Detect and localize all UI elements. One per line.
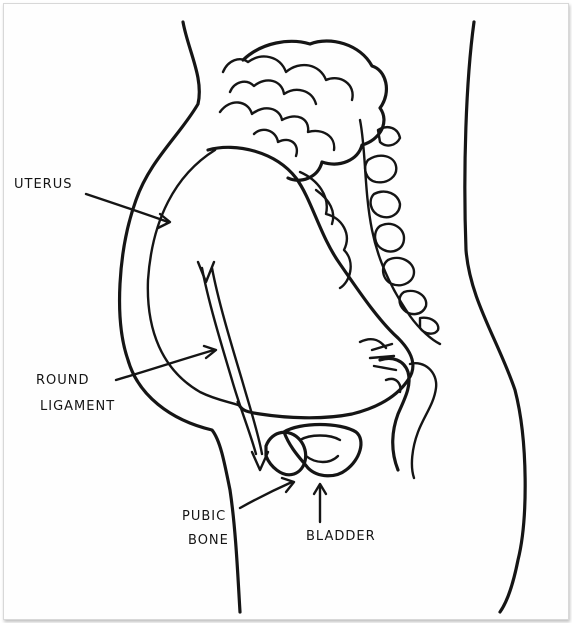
uterus-outline bbox=[208, 147, 413, 417]
back-outline bbox=[465, 22, 525, 612]
label-uterus: UTERUS bbox=[14, 177, 72, 192]
pelvic-structures bbox=[266, 425, 361, 476]
round-ligament bbox=[198, 262, 268, 470]
label-arrows bbox=[86, 194, 326, 522]
bladder-outline bbox=[284, 425, 361, 476]
label-pubic-bone-line1: PUBIC bbox=[182, 509, 226, 524]
label-round-ligament-line1: ROUND bbox=[36, 373, 90, 388]
label-round-ligament-line2: LIGAMENT bbox=[40, 399, 115, 414]
label-bladder: BLADDER bbox=[306, 529, 376, 544]
label-pubic-bone-line2: BONE bbox=[188, 533, 229, 548]
intestines bbox=[220, 41, 386, 288]
